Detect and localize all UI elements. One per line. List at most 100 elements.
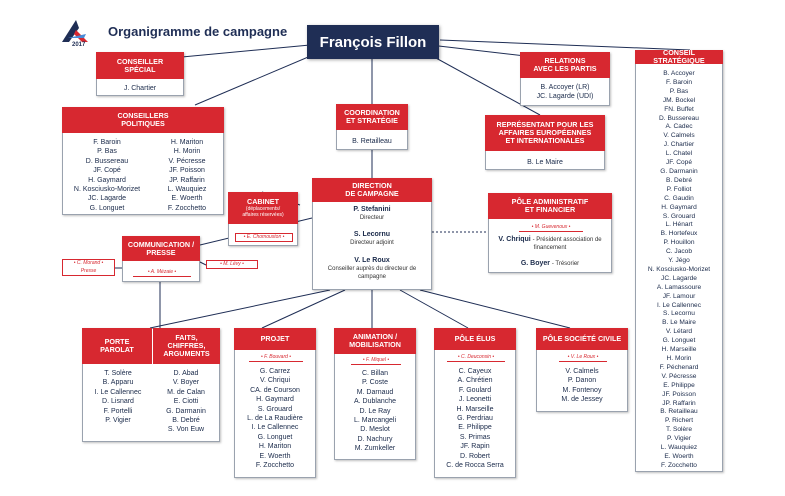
conseil-member: B. Retailleau: [660, 408, 698, 416]
conseil-member: Y. Jégo: [668, 257, 690, 265]
link-levy: [199, 261, 207, 266]
animation-tag: • F. Miquel •: [351, 357, 401, 365]
conseillers-politiques-right: H. Mariton H. Morin V. Pécresse JF. Pois…: [167, 139, 207, 212]
conseil-member: D. Bussereau: [659, 114, 699, 122]
logo-icon: [62, 20, 88, 42]
faits-header: FAITS, CHIFFRES, ARGUMENTS: [153, 328, 220, 364]
pole-elus-members: C. Cayeux A. Chrétien F. Goulard J. Leon…: [446, 368, 504, 470]
conseil-member: P. Houillon: [663, 239, 695, 247]
representant-box: REPRÉSENTANT POUR LES AFFAIRES EUROPÉENN…: [485, 115, 605, 170]
conseil-member: JP. Raffarin: [662, 399, 696, 407]
cabinet-box: CABINET (déplacements/ affaires réservée…: [228, 192, 298, 246]
pole-admin-tag: • M. Guevenoux •: [519, 224, 583, 232]
conseil-member: A. Lamassoure: [656, 283, 702, 291]
conseil-member: P. Vigier: [667, 435, 691, 443]
conseil-member: F. Péchenard: [659, 363, 699, 371]
cabinet-tag: • E. Chomouston •: [235, 233, 293, 242]
direction-person-3: V. Le Roux Conseiller auprès du directeu…: [327, 257, 417, 280]
pole-admin-person-1: V. Chriqui - Président association de fi…: [498, 236, 602, 251]
conseil-member: E. Philippe: [663, 381, 695, 389]
conseil-member: B. Debré: [665, 176, 693, 184]
faits-members: D. Abad V. Boyer M. de Calan E. Ciotti G…: [166, 370, 206, 434]
animation-members: C. Billan P. Coste M. Darnaud A. Dublanc…: [353, 370, 397, 453]
animation-box: ANIMATION / MOBILISATION • F. Miquel • C…: [334, 328, 416, 460]
pole-admin-person-2: G. Boyer - Trésorier: [520, 260, 580, 267]
conseil-member: C. Gaudin: [664, 194, 694, 202]
conseil-member: B. Le Maire: [662, 319, 696, 327]
pole-admin-box: PÔLE ADMINISTRATIF ET FINANCIER • M. Gue…: [488, 193, 612, 273]
top-node: François Fillon: [307, 25, 439, 59]
conseil-member: T. Solère: [665, 426, 693, 434]
conseil-member: FN. Buffet: [664, 105, 694, 113]
direction-person-2: S. Lecornu Directeur adjoint: [350, 231, 394, 246]
representant-members: B. Le Maire: [527, 159, 563, 166]
top-node-label: François Fillon: [319, 33, 427, 51]
conseil-member: L. Chatel: [665, 150, 693, 158]
conseil-member: F. Zocchetto: [661, 461, 697, 469]
relations-partis-members: B. Accoyer (LR) JC. Lagarde (UDI): [536, 84, 594, 101]
link-porte: [149, 289, 331, 329]
conseil-member: JM. Bockel: [662, 96, 696, 104]
conseil-member: V. Calmels: [663, 132, 695, 140]
link-conseillers-politiques: [194, 51, 321, 106]
conseil-member: V. Pécresse: [661, 372, 697, 380]
conseil-member: JC. Lagarde: [661, 274, 697, 282]
conseillers-politiques-left: F. Baroin P. Bas D. Bussereau JF. Copé H…: [73, 139, 141, 212]
conseil-member: H. Gaymard: [661, 203, 697, 211]
conseil-member: JF. Lamour: [662, 292, 696, 300]
pole-societe-members: V. Calmels P. Danon M. Fontenoy M. de Je…: [561, 368, 603, 404]
conseil-member: E. Woerth: [664, 452, 694, 460]
conseiller-special-box: CONSEILLER SPÉCIAL J. Chartier: [96, 52, 184, 96]
conseil-member: N. Kosciusko-Morizet: [647, 265, 711, 273]
conseil-member: B. Hortefeux: [660, 230, 698, 238]
link-elus: [399, 289, 469, 329]
logo: 2017: [58, 16, 98, 50]
conseil-member: L. Hénart: [665, 221, 693, 229]
levy-tag: • M. Lévy •: [206, 260, 258, 269]
conseil-member: J. Chartier: [663, 141, 695, 149]
conseil-member: JF. Copé: [665, 159, 693, 167]
pole-societe-tag: • V. Le Roux •: [559, 354, 607, 362]
logo-year: 2017: [72, 42, 86, 48]
conseillers-politiques-box: CONSEILLERS POLITIQUES F. Baroin P. Bas …: [62, 107, 224, 215]
conseil-member: G. Longuet: [662, 337, 696, 345]
conseil-member: P. Folliot: [666, 185, 692, 193]
conseil-member: H. Marseille: [661, 346, 697, 354]
conseil-member: P. Richert: [664, 417, 694, 425]
conseil-member: S. Grouard: [662, 212, 696, 220]
direction-person-1: P. Stefanini Directeur: [353, 206, 391, 221]
coordination-members: B. Retailleau: [352, 138, 392, 145]
conseil-member: G. Darmanin: [660, 167, 698, 175]
conseil-member: I. Le Callennec: [657, 301, 701, 309]
communication-box: COMMUNICATION / PRESSE • A. Mézaie •: [122, 236, 200, 282]
link-projet: [261, 289, 346, 329]
pole-elus-tag: • C. Deuconsin •: [447, 354, 505, 362]
porte-parolat-box: PORTE PAROLAT FAITS, CHIFFRES, ARGUMENTS…: [82, 328, 220, 442]
conseil-member: C. Jacob: [665, 248, 693, 256]
conseil-member: F. Baroin: [665, 78, 693, 86]
page-title: Organigramme de campagne: [108, 24, 288, 39]
porte-parolat-members: T. Solère B. Apparu I. Le Callennec D. L…: [94, 370, 142, 425]
communication-tag: • A. Mézaie •: [133, 269, 191, 277]
conseil-member: S. Lecornu: [663, 310, 695, 318]
link-societe: [419, 289, 571, 329]
conseil-member: V. Létard: [665, 328, 693, 336]
conseil-member: L. Wauquiez: [660, 444, 698, 452]
pole-elus-box: PÔLE ÉLUS • C. Deuconsin • C. Cayeux A. …: [434, 328, 516, 478]
link-conseil: [439, 39, 691, 51]
pole-societe-box: PÔLE SOCIÉTÉ CIVILE • V. Le Roux • V. Ca…: [536, 328, 628, 412]
conseil-member: B. Accoyer: [663, 70, 695, 77]
coordination-box: COORDINATION ET STRATÉGIE B. Retailleau: [336, 104, 408, 150]
conseil-member: JF. Poisson: [662, 390, 696, 398]
direction-box: DIRECTION DE CAMPAGNE P. Stefanini Direc…: [312, 178, 432, 290]
presse-tag: • C. Morand • Presse: [62, 259, 115, 276]
conseil-member: A. Cadec: [665, 123, 693, 131]
projet-tag: • F. Bouvard •: [249, 354, 303, 362]
relations-partis-box: RELATIONS AVEC LES PARTIS B. Accoyer (LR…: [520, 52, 610, 106]
projet-members: G. Carrez V. Chriqui CA. de Courson H. G…: [247, 368, 303, 470]
conseiller-special-members: J. Chartier: [123, 85, 157, 92]
conseil-member: P. Bas: [669, 87, 689, 95]
